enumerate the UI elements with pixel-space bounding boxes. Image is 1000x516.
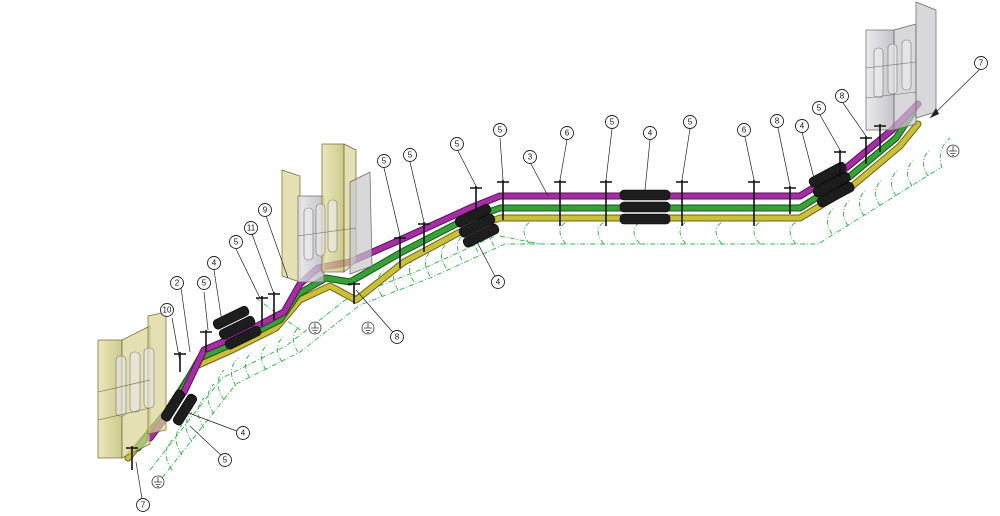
item-balloon: 7: [974, 56, 988, 70]
item-balloon-label: 5: [498, 126, 503, 135]
item-balloon: 3: [523, 150, 537, 164]
item-balloon: 8: [390, 330, 404, 344]
item-balloon: 6: [737, 123, 751, 137]
item-balloon: 8: [770, 114, 784, 128]
item-balloon: 5: [197, 276, 211, 290]
item-balloon-label: 4: [496, 278, 501, 287]
joint-sleeves: [160, 161, 855, 426]
item-balloon-label: 8: [395, 333, 400, 342]
item-balloon-label: 5: [455, 140, 460, 149]
ground-icon: [308, 321, 322, 335]
item-balloon-label: 8: [840, 92, 845, 101]
terminal-enclosure-left: [97, 311, 167, 459]
item-balloon-label: 4: [212, 259, 217, 268]
item-balloon: 4: [795, 119, 809, 133]
item-balloon: 8: [835, 89, 849, 103]
item-balloon-label: 4: [648, 129, 653, 138]
item-balloon: 4: [207, 256, 221, 270]
item-balloon-label: 11: [247, 224, 256, 233]
item-balloon: 2: [170, 276, 184, 290]
cable-phase-c: [124, 120, 922, 462]
item-balloon: 5: [229, 235, 243, 249]
item-balloon-label: 5: [817, 104, 822, 113]
item-balloon-label: 5: [688, 118, 693, 127]
item-balloon: 5: [493, 123, 507, 137]
item-balloon: 5: [450, 137, 464, 151]
item-balloon-label: 7: [979, 59, 984, 68]
item-balloon: 5: [605, 115, 619, 129]
item-balloon: 5: [218, 453, 232, 467]
item-balloon-label: 10: [163, 306, 172, 315]
item-balloon: 7: [136, 498, 150, 512]
item-balloon-label: 4: [800, 122, 805, 131]
item-balloon-label: 7: [141, 501, 146, 510]
item-balloon-label: 2: [175, 279, 180, 288]
item-balloon: 4: [643, 126, 657, 140]
cable-clamps: [126, 124, 886, 470]
cable-phase-b: [134, 110, 916, 452]
item-balloon-label: 5: [610, 118, 615, 127]
item-balloon-label: 9: [263, 206, 268, 215]
item-balloon-label: 8: [775, 117, 780, 126]
item-balloon: 9: [258, 203, 272, 217]
item-balloon: 5: [403, 148, 417, 162]
ground-icon: [151, 475, 165, 489]
item-balloon-label: 6: [565, 129, 570, 138]
item-balloon: 10: [160, 303, 174, 317]
item-balloon-label: 4: [241, 429, 246, 438]
ground-icon: [946, 144, 960, 158]
item-balloon: 4: [491, 275, 505, 289]
terminal-enclosure-right: [865, 1, 937, 131]
item-balloon-label: 5: [223, 456, 228, 465]
item-balloon-label: 6: [742, 126, 747, 135]
item-balloon-label: 5: [382, 157, 387, 166]
item-balloon: 11: [244, 221, 258, 235]
terminal-enclosure-middle: [281, 143, 373, 283]
item-balloon: 5: [683, 115, 697, 129]
item-balloon: 5: [812, 101, 826, 115]
item-balloon: 6: [560, 126, 574, 140]
item-balloon: 4: [236, 426, 250, 440]
leader-lines: [135, 68, 981, 506]
item-balloon-label: 3: [528, 153, 533, 162]
ground-icon: [361, 321, 375, 335]
item-balloon: 5: [377, 154, 391, 168]
item-balloon-label: 5: [234, 238, 239, 247]
item-balloon-label: 5: [408, 151, 413, 160]
item-balloon-label: 5: [202, 279, 207, 288]
